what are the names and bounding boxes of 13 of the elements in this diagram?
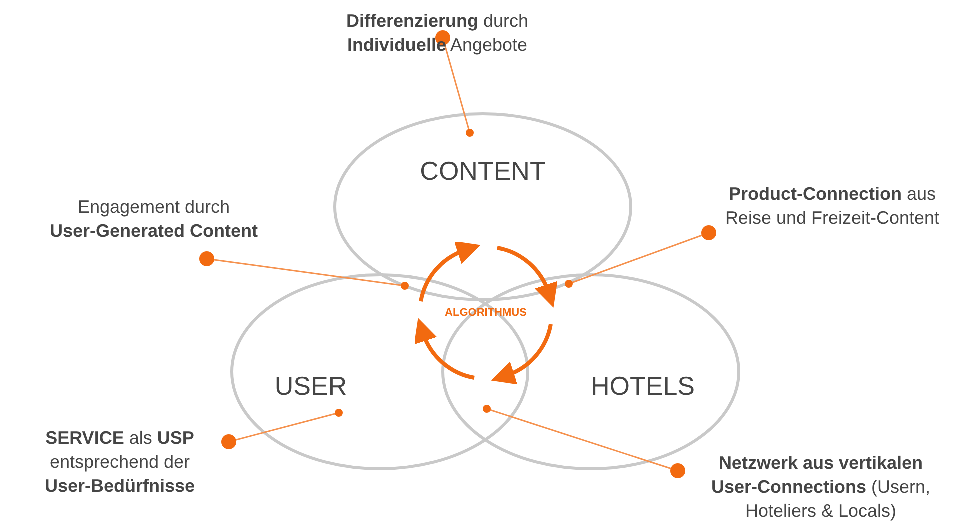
callout-text: SERVICE als USP entsprechend der User-Bedürfnisse	[44, 427, 196, 498]
center-label: ALGORITHMUS	[445, 307, 527, 319]
leader-line	[436, 30, 474, 137]
leader-line	[483, 405, 686, 478]
callout-text: Netzwerk aus vertikalen User-Connections (Usern, Hoteliers & Locals)	[710, 452, 932, 523]
callout-text: Engagement durch User-Generated Content	[48, 196, 260, 243]
leader-line	[200, 252, 409, 290]
ellipse-label: HOTELS	[590, 371, 696, 402]
leader-line	[222, 409, 343, 450]
ellipse-label: CONTENT	[420, 156, 546, 187]
ellipse-label: USER	[274, 371, 348, 402]
callout-text: Product-Connection aus Reise und Freizeit-Content	[725, 183, 940, 230]
leader-line	[565, 226, 716, 288]
